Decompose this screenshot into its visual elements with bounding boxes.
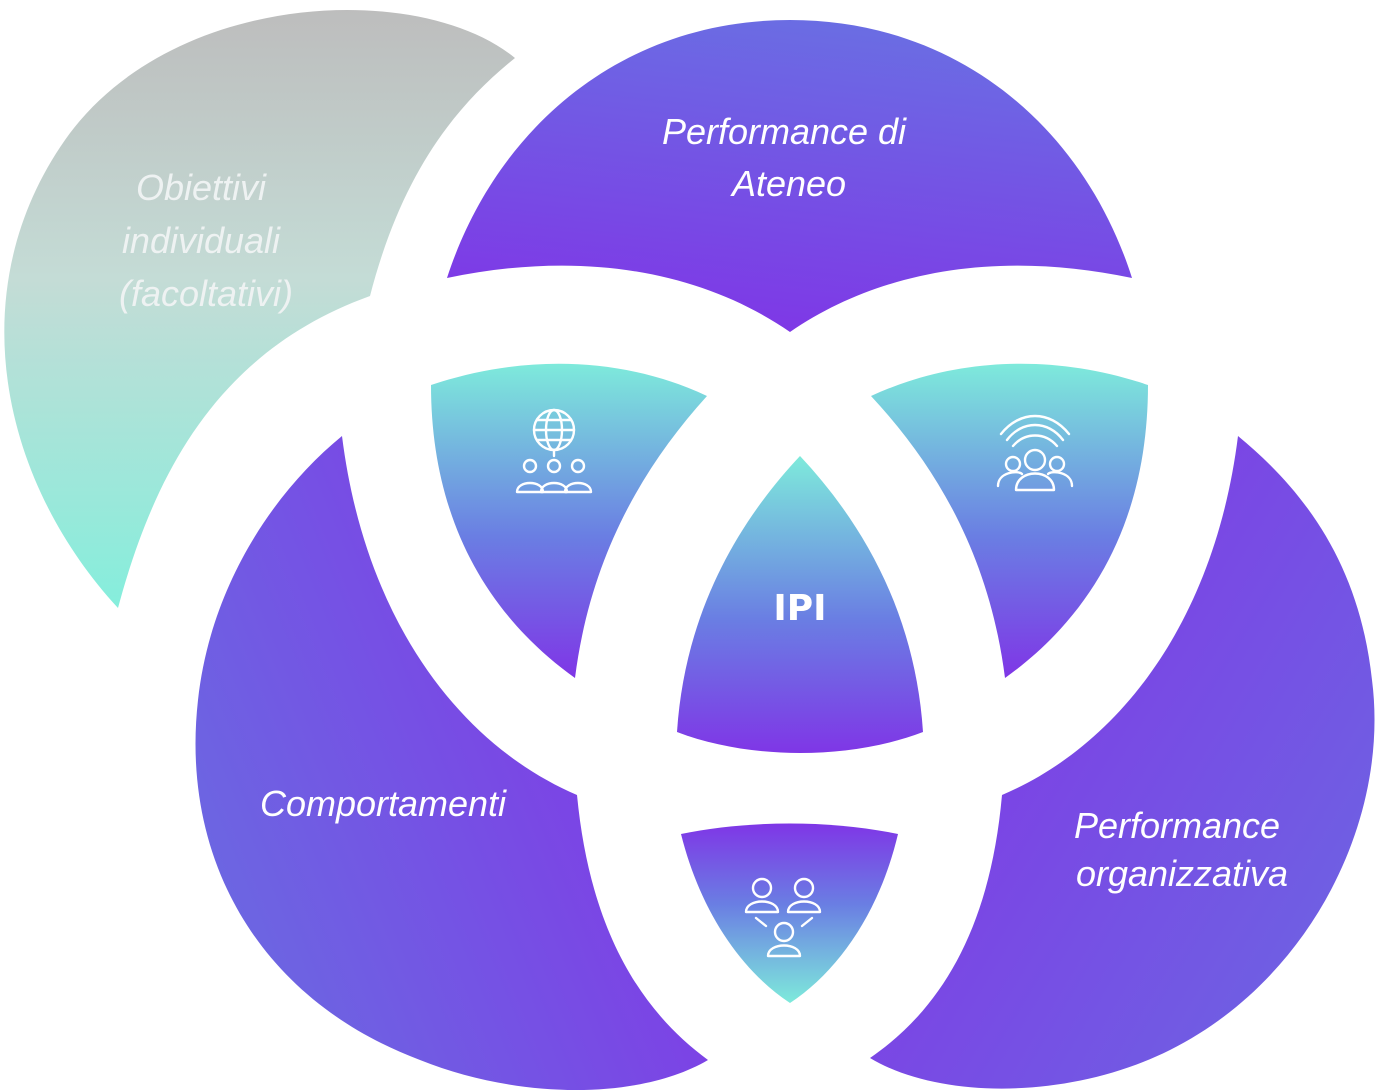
center-label: IPI bbox=[773, 588, 826, 629]
team-network-icon bbox=[744, 877, 822, 958]
segment-comportamenti bbox=[195, 436, 708, 1090]
segment-ateneo bbox=[447, 20, 1132, 332]
label-comportamenti: Comportamenti bbox=[260, 783, 507, 824]
segment-organizzativa bbox=[870, 436, 1375, 1089]
globe-people-icon bbox=[515, 408, 593, 494]
lens-bottom bbox=[681, 823, 898, 1003]
label-obiettivi: Obiettivi individuali (facoltativi) bbox=[119, 167, 293, 314]
segment-obiettivi bbox=[4, 9, 516, 609]
center-ipi-shape bbox=[677, 456, 923, 753]
label-organizzativa: Performance organizzativa bbox=[1074, 805, 1290, 894]
lens-top-right bbox=[871, 363, 1148, 678]
lens-top-left bbox=[431, 363, 707, 678]
label-ateneo: Performance di Ateneo bbox=[662, 111, 916, 204]
broadcast-group-icon bbox=[996, 414, 1074, 492]
